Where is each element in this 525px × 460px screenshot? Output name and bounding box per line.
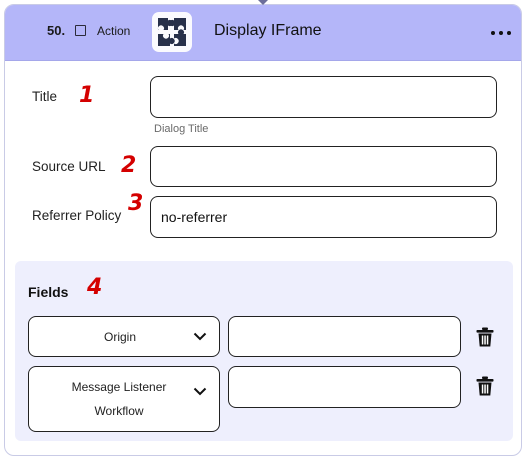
step-number: 50.: [47, 23, 66, 38]
step-title: Display IFrame: [214, 22, 322, 39]
action-step-card: 50. Action Display IFrame Title 1 Dialog…: [4, 4, 522, 456]
referrer-policy-input[interactable]: [150, 196, 497, 238]
source-url-input[interactable]: [150, 146, 497, 187]
chevron-down-icon: [193, 387, 207, 396]
field-key-value: Origin: [103, 329, 136, 344]
fields-panel: Fields 4 Origin Message Listener Workflo…: [15, 261, 513, 441]
marker-4: 4: [87, 275, 103, 300]
step-checkbox[interactable]: [75, 25, 86, 36]
marker-3: 3: [128, 191, 144, 216]
trash-icon[interactable]: [476, 327, 494, 347]
field-key-select-origin[interactable]: Origin: [28, 316, 220, 357]
fields-title: Fields: [28, 284, 69, 300]
trash-icon[interactable]: [476, 376, 494, 396]
chevron-down-icon: [193, 332, 207, 340]
marker-1: 1: [79, 83, 95, 108]
field-value-input-origin[interactable]: [228, 316, 461, 357]
field-value-input-message-listener[interactable]: [228, 366, 461, 408]
source-url-label: Source URL: [32, 159, 106, 174]
step-type-label: Action: [97, 24, 131, 38]
title-hint: Dialog Title: [154, 123, 209, 135]
more-horizontal-icon[interactable]: [491, 29, 511, 37]
referrer-policy-label: Referrer Policy: [32, 208, 122, 223]
field-key-select-message-listener[interactable]: Message Listener Workflow: [28, 366, 220, 432]
connector-notch: [258, 0, 268, 6]
field-key-value: Message Listener Workflow: [71, 380, 167, 418]
step-header: 50. Action Display IFrame: [5, 5, 521, 61]
title-input[interactable]: [150, 76, 497, 118]
title-label: Title: [32, 89, 58, 104]
puzzle-icon: [152, 12, 192, 52]
marker-2: 2: [121, 153, 137, 178]
